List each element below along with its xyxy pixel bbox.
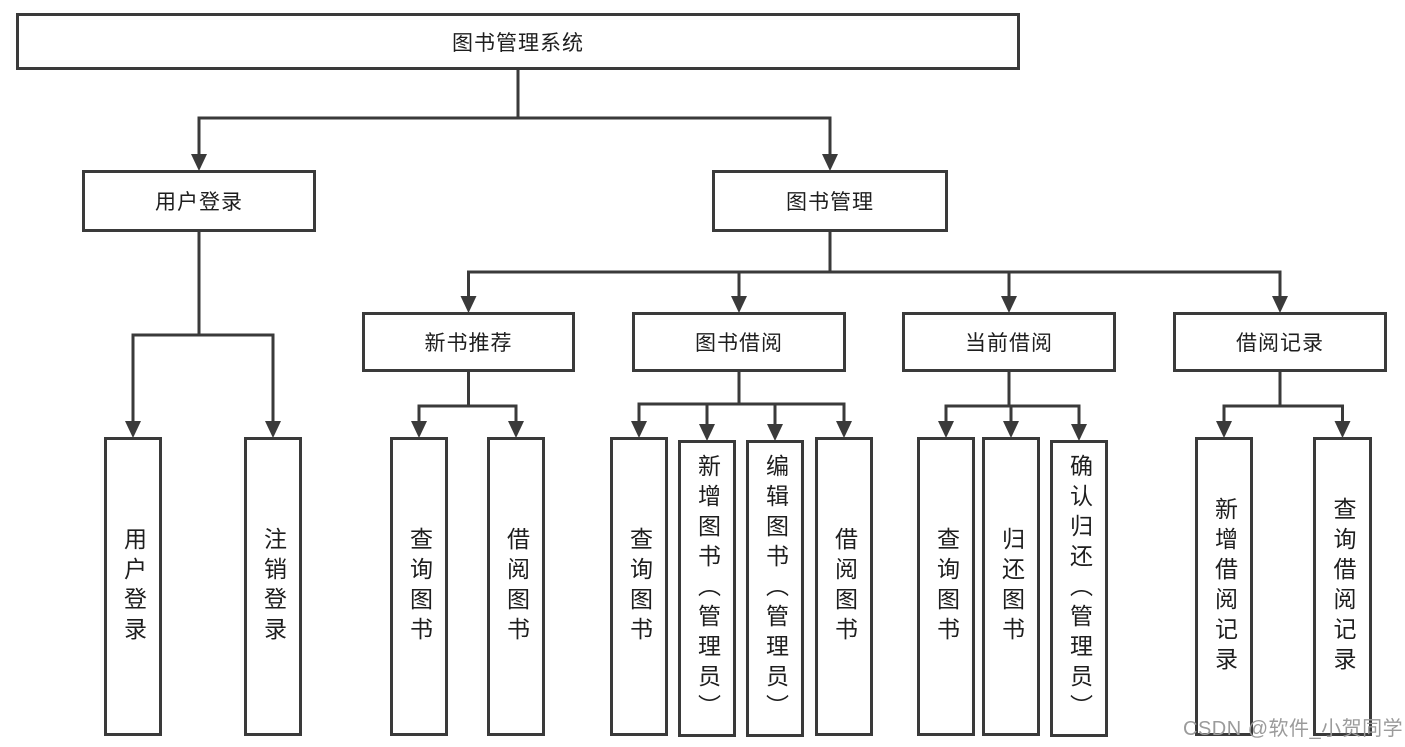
node-book-borrow: 图书借阅: [632, 312, 846, 372]
node-label: 借阅记录: [1236, 332, 1324, 355]
node-leaf-cb-confirm: 确认归还（管理员）: [1050, 440, 1108, 737]
node-label: 借阅图书: [503, 526, 530, 647]
node-label: 编辑图书（管理员）: [762, 453, 789, 724]
arrowhead-icon: [191, 154, 207, 171]
arrowhead-icon: [767, 424, 783, 441]
arrowhead-icon: [938, 421, 954, 438]
node-label: 新增借阅记录: [1211, 496, 1238, 677]
node-label: 用户登录: [120, 526, 147, 647]
arrowhead-icon: [265, 421, 281, 438]
node-label: 借阅图书: [831, 526, 858, 647]
node-leaf-br-add: 新增借阅记录: [1195, 437, 1253, 736]
node-leaf-bb-edit: 编辑图书（管理员）: [746, 440, 804, 737]
arrowhead-icon: [1001, 296, 1017, 313]
node-leaf-nb-query: 查询图书: [390, 437, 448, 736]
node-leaf-bb-add: 新增图书（管理员）: [678, 440, 736, 737]
node-label: 归还图书: [998, 526, 1025, 647]
node-label: 图书借阅: [695, 332, 783, 355]
arrowhead-icon: [411, 421, 427, 438]
arrowhead-icon: [125, 421, 141, 438]
arrowhead-icon: [731, 296, 747, 313]
arrowhead-icon: [460, 296, 477, 313]
node-label: 查询图书: [406, 526, 433, 647]
arrowhead-icon: [1216, 421, 1232, 438]
arrowhead-icon: [1334, 421, 1351, 438]
node-borrow-record: 借阅记录: [1173, 312, 1387, 372]
node-label: 用户登录: [155, 191, 243, 214]
node-label: 新增图书（管理员）: [694, 453, 721, 724]
node-leaf-logout: 注销登录: [244, 437, 302, 736]
arrowhead-icon: [508, 421, 524, 438]
node-leaf-cb-query: 查询图书: [917, 437, 975, 736]
arrowhead-icon: [631, 421, 647, 438]
node-label: 图书管理系统: [452, 31, 584, 55]
node-leaf-nb-borrow: 借阅图书: [487, 437, 545, 736]
node-label: 注销登录: [260, 526, 287, 647]
arrowhead-icon: [1003, 421, 1019, 438]
node-label: 查询图书: [933, 526, 960, 647]
node-label: 图书管理: [786, 191, 874, 214]
node-user-login-branch: 用户登录: [82, 170, 316, 232]
node-root: 图书管理系统: [16, 13, 1020, 70]
watermark: CSDN @软件_小贺同学: [1183, 718, 1404, 740]
arrowhead-icon: [1272, 296, 1288, 313]
node-book-mgmt-branch: 图书管理: [712, 170, 948, 232]
node-label: 查询借阅记录: [1330, 496, 1356, 677]
node-current-borrow: 当前借阅: [902, 312, 1116, 372]
node-leaf-cb-return: 归还图书: [982, 437, 1040, 736]
node-leaf-user-login: 用户登录: [104, 437, 162, 736]
arrowhead-icon: [699, 424, 715, 441]
node-new-book-rec: 新书推荐: [362, 312, 575, 372]
arrowhead-icon: [1071, 424, 1087, 441]
node-label: 新书推荐: [424, 332, 513, 355]
node-leaf-br-query: 查询借阅记录: [1313, 437, 1372, 736]
node-label: 查询图书: [626, 526, 653, 647]
arrowhead-icon: [836, 421, 852, 438]
node-leaf-bb-query: 查询图书: [610, 437, 668, 736]
node-label: 确认归还（管理员）: [1066, 453, 1093, 724]
node-leaf-bb-borrow: 借阅图书: [815, 437, 873, 736]
node-label: 当前借阅: [965, 332, 1053, 355]
arrowhead-icon: [822, 154, 838, 171]
